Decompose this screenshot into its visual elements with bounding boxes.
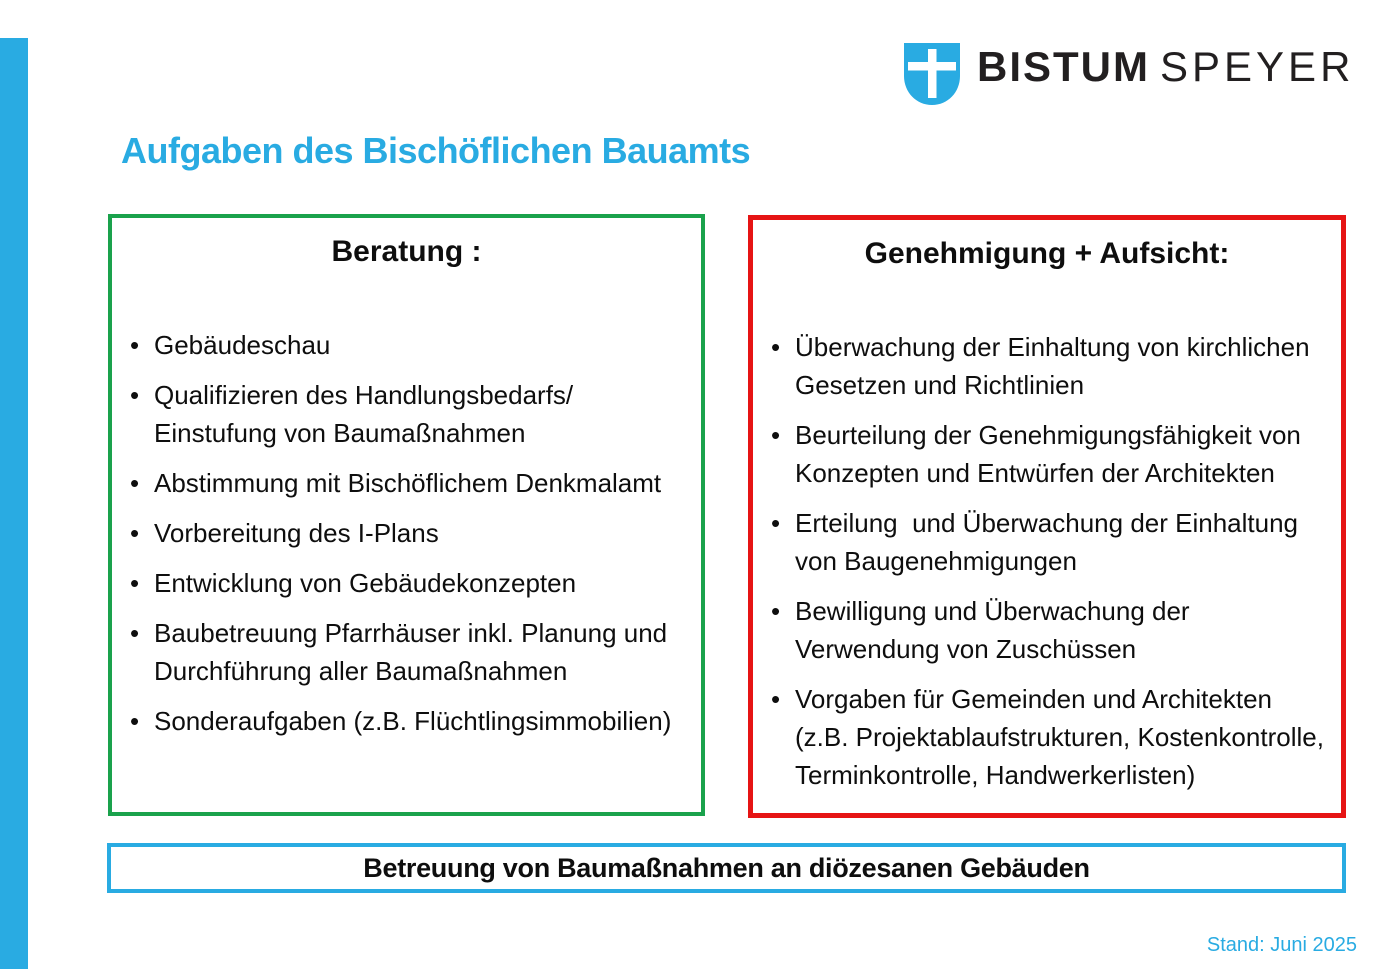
bottom-banner-text: Betreuung von Baumaßnahmen an diözesanen… xyxy=(363,852,1090,883)
bullet-icon: • xyxy=(771,332,781,362)
bullet-icon: • xyxy=(130,468,140,498)
list-item-text: Vorgaben für Gemeinden und Architekten (… xyxy=(795,684,1324,790)
list-item: • Entwicklung von Gebäudekonzepten xyxy=(126,564,687,602)
logo-word-bistum: BISTUM xyxy=(977,43,1150,90)
list-item-text: Qualifizieren des Handlungsbedarfs/ Eins… xyxy=(154,380,574,448)
list-item-text: Bewilligung und Überwachung der Verwendu… xyxy=(795,596,1190,664)
list-item-text: Gebäudeschau xyxy=(154,330,331,360)
list-item: • Vorbereitung des I-Plans xyxy=(126,514,687,552)
beratung-box: Beratung : • Gebäudeschau • Qualifizieren … xyxy=(108,214,705,816)
list-item-text: Abstimmung mit Bischöflichem Denkmalamt xyxy=(154,468,662,498)
bullet-icon: • xyxy=(771,508,781,538)
list-item-text: Baubetreuung Pfarrhäuser inkl. Planung u… xyxy=(154,618,668,686)
list-item-text: Vorbereitung des I-Plans xyxy=(154,518,439,548)
bullet-icon: • xyxy=(130,706,140,736)
list-item: • Bewilligung und Überwachung der Verwend… xyxy=(767,592,1327,668)
bullet-icon: • xyxy=(130,518,140,548)
list-item-text: Überwachung der Einhaltung von kirchlich… xyxy=(795,332,1310,400)
genehmigung-list: • Überwachung der Einhaltung von kirchlic… xyxy=(753,328,1341,794)
footer-date-note: Stand: Juni 2025 xyxy=(1206,934,1357,956)
genehmigung-box-title: Genehmigung + Aufsicht: xyxy=(864,237,1230,270)
shield-cross-icon xyxy=(904,43,960,105)
bullet-icon: • xyxy=(771,420,781,450)
list-item: • Qualifizieren des Handlungsbedarfs/ Ein… xyxy=(126,376,687,452)
list-item: • Baubetreuung Pfarrhäuser inkl. Planung … xyxy=(126,614,687,690)
list-item-text: Erteilung und Überwachung der Einhaltung… xyxy=(795,508,1299,576)
page-title: Aufgaben des Bischöflichen Bauamts xyxy=(121,130,751,171)
bullet-icon: • xyxy=(130,380,140,410)
bullet-icon: • xyxy=(771,684,781,714)
beratung-list: • Gebäudeschau • Qualifizieren des Handlun… xyxy=(112,326,701,740)
list-item-text: Entwicklung von Gebäudekonzepten xyxy=(154,568,577,598)
bullet-icon: • xyxy=(130,568,140,598)
list-item: • Überwachung der Einhaltung von kirchlic… xyxy=(767,328,1327,404)
list-item: • Sonderaufgaben (z.B. Flüchtlingsimmobil… xyxy=(126,702,687,740)
list-item: • Erteilung und Überwachung der Einhaltun… xyxy=(767,504,1327,580)
bullet-icon: • xyxy=(771,596,781,626)
beratung-box-title: Beratung : xyxy=(331,235,482,268)
list-item: • Vorgaben für Gemeinden und Architekten … xyxy=(767,680,1327,794)
left-accent-bar xyxy=(0,38,28,969)
list-item: • Gebäudeschau xyxy=(126,326,687,364)
list-item-text: Sonderaufgaben (z.B. Flüchtlingsimmobili… xyxy=(154,706,672,736)
list-item-text: Beurteilung der Genehmigungsfähigkeit vo… xyxy=(795,420,1301,488)
bottom-banner: Betreuung von Baumaßnahmen an diözesanen… xyxy=(107,843,1346,893)
genehmigung-box: Genehmigung + Aufsicht: • Überwachung der… xyxy=(748,215,1346,818)
bullet-icon: • xyxy=(130,618,140,648)
list-item: • Abstimmung mit Bischöflichem Denkmalamt xyxy=(126,464,687,502)
logo-word-speyer: SPEYER xyxy=(1160,43,1355,90)
bullet-icon: • xyxy=(130,330,140,360)
list-item: • Beurteilung der Genehmigungsfähigkeit v… xyxy=(767,416,1327,492)
